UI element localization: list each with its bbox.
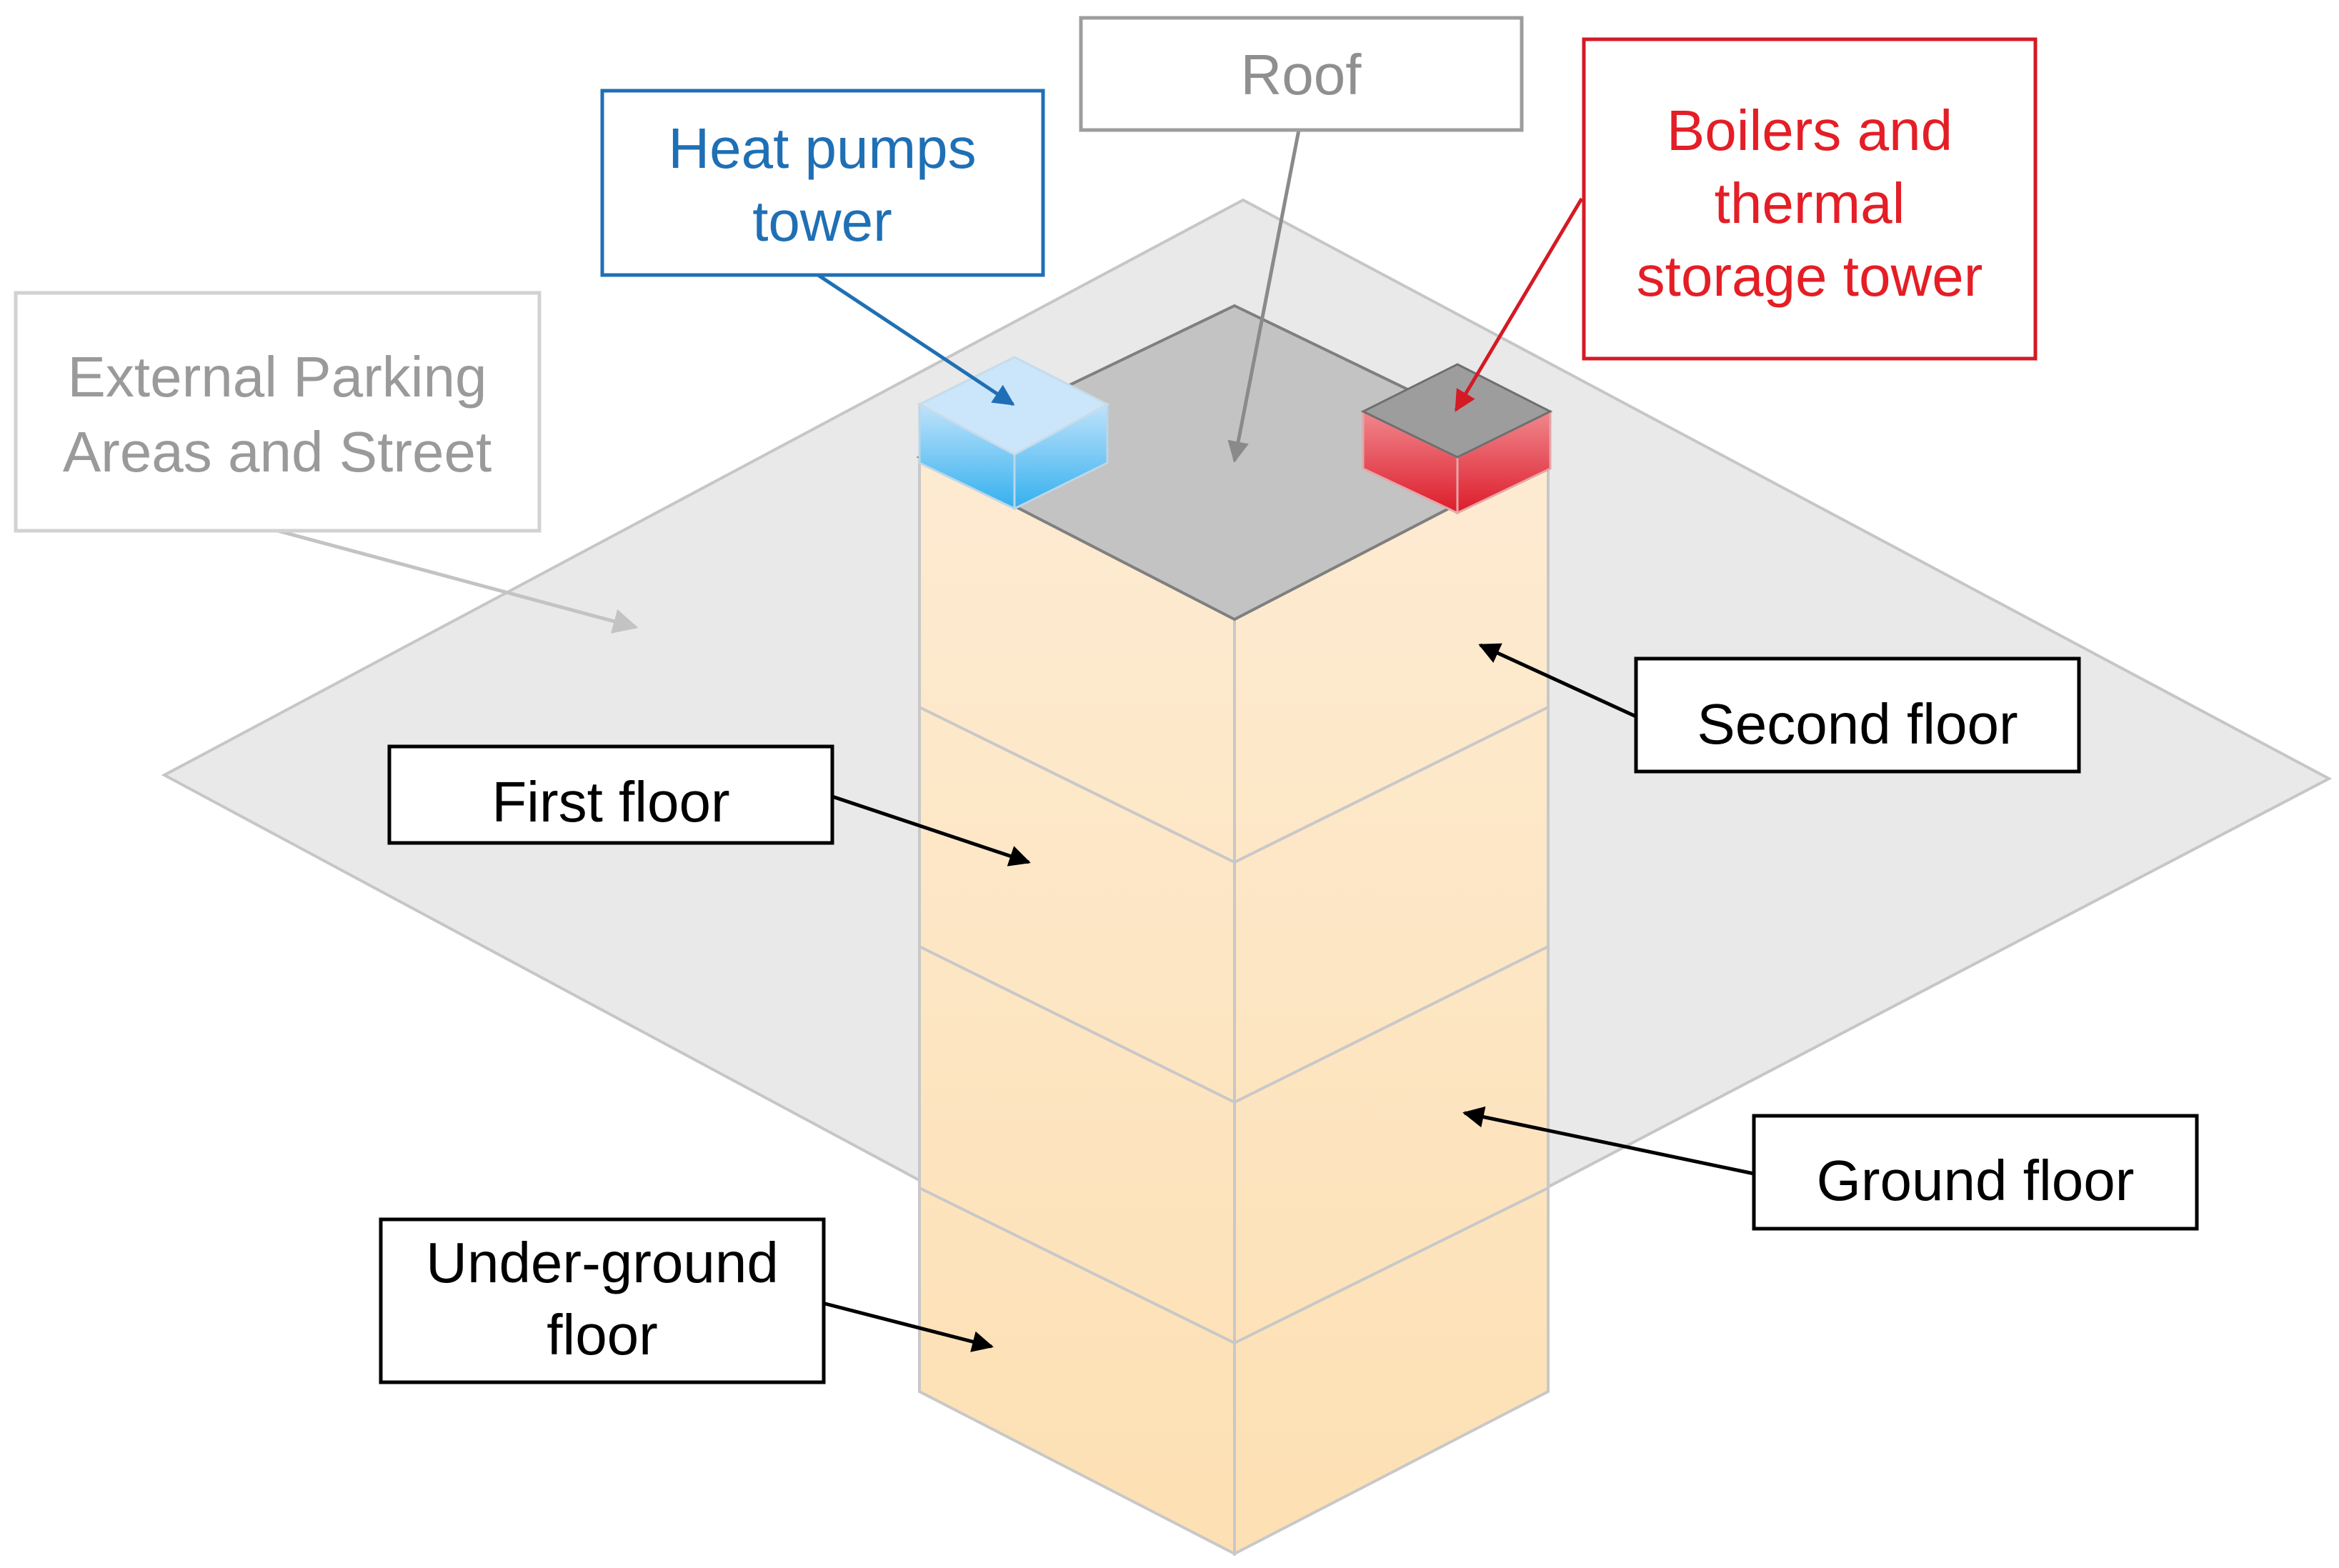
floor-divider-upper	[919, 706, 1549, 864]
boilers-label: Boilers and thermal storage tower	[1582, 37, 2038, 361]
first-floor-label: First floor	[387, 744, 834, 845]
floor-divider-middle	[919, 945, 1549, 1104]
second-floor-arrow	[1478, 643, 1637, 719]
external-parking-label-line1: External Parking	[68, 345, 487, 409]
second-floor-label-line1: Second floor	[1697, 692, 2018, 756]
second-floor-label: Second floor	[1634, 656, 2081, 774]
roof-label-line1: Roof	[1241, 43, 1362, 106]
ground-floor-label-line1: Ground floor	[1817, 1149, 2135, 1212]
external-parking-label: External Parking Areas and Street	[14, 291, 542, 533]
underground-floor-label: Under-ground floor	[379, 1217, 826, 1384]
external-arrow	[274, 528, 639, 634]
boilers-label-line2: thermal	[1715, 171, 1905, 235]
first-floor-arrow	[832, 794, 1031, 867]
external-parking-label-line2: Areas and Street	[63, 420, 492, 484]
boilers-label-line1: Boilers and	[1667, 99, 1953, 162]
ground-floor-arrow	[1462, 1106, 1755, 1176]
boilers-label-line3: storage tower	[1637, 244, 1983, 308]
underground-floor-arrow	[824, 1302, 994, 1352]
heat-pumps-arrow	[817, 273, 1015, 406]
underground-floor-label-line2: floor	[547, 1303, 658, 1367]
roof-label: Roof	[1079, 16, 1524, 132]
building-left-face	[918, 454, 1236, 1557]
floor-divider-lower	[919, 1187, 1549, 1345]
heat-pumps-label: Heat pumps tower	[600, 89, 1045, 277]
heat-pumps-label-line1: Heat pumps	[668, 116, 976, 180]
building-right-face	[1233, 454, 1550, 1557]
heat-pumps-label-line2: tower	[752, 189, 892, 253]
underground-floor-label-line1: Under-ground	[426, 1231, 779, 1294]
roof-arrow	[1227, 129, 1301, 463]
boilers-arrow	[1454, 197, 1584, 412]
building	[918, 454, 1550, 1557]
first-floor-label-line1: First floor	[492, 770, 729, 834]
ground-floor-label: Ground floor	[1752, 1114, 2199, 1231]
boilers-tower	[1360, 363, 1553, 515]
heat-pumps-tower	[917, 356, 1110, 511]
